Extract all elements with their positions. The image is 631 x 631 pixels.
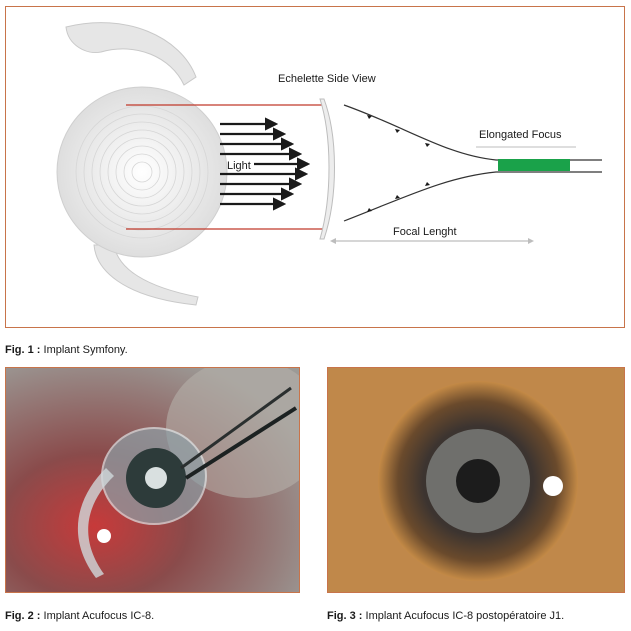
- caption-prefix: Fig. 3 :: [327, 610, 363, 622]
- light-label: Light: [227, 160, 251, 172]
- iol-haptic: [77, 468, 114, 578]
- figure-3-caption: Fig. 3 : Implant Acufocus IC-8 postopéra…: [327, 610, 564, 622]
- figure-2-photo: [5, 367, 300, 593]
- upper-ray: [343, 104, 602, 161]
- lens-optic: [56, 86, 228, 258]
- figure-1-panel: Light Echelette Side View Elongated Focu…: [5, 6, 625, 328]
- lower-ray: [343, 171, 602, 222]
- elongated-focus-zone: [498, 159, 570, 171]
- caption-text: Implant Symfony.: [43, 344, 128, 356]
- corneal-reflex: [543, 476, 563, 496]
- figure-3-photo: [327, 367, 625, 593]
- pupil: [456, 459, 500, 503]
- caption-text: Implant Acufocus IC-8.: [43, 610, 155, 622]
- caption-prefix: Fig. 1 :: [5, 344, 41, 356]
- iol-pinhole: [145, 467, 167, 489]
- focal-length-arrow-right: [528, 238, 534, 244]
- surgical-instrument: [184, 406, 298, 480]
- light-arrows: [220, 117, 311, 211]
- echelette-side-view-label: Echelette Side View: [278, 73, 376, 85]
- focal-length-label: Focal Lenght: [393, 226, 457, 238]
- figure-1-caption: Fig. 1 : Implant Symfony.: [5, 344, 128, 356]
- echelette-side-lens: [319, 98, 335, 240]
- diffractive-rings: [75, 105, 209, 239]
- upper-haptic: [65, 22, 197, 86]
- focal-length-arrow-left: [330, 238, 336, 244]
- ray-direction-marks: [367, 115, 430, 212]
- figure-2-caption: Fig. 2 : Implant Acufocus IC-8.: [5, 610, 154, 622]
- lower-haptic: [93, 244, 199, 306]
- caption-prefix: Fig. 2 :: [5, 610, 41, 622]
- symfony-lens-diagram: Light Echelette Side View Elongated Focu…: [56, 22, 602, 306]
- caption-text: Implant Acufocus IC-8 postopératoire J1.: [365, 610, 565, 622]
- elongated-focus-label: Elongated Focus: [479, 129, 562, 141]
